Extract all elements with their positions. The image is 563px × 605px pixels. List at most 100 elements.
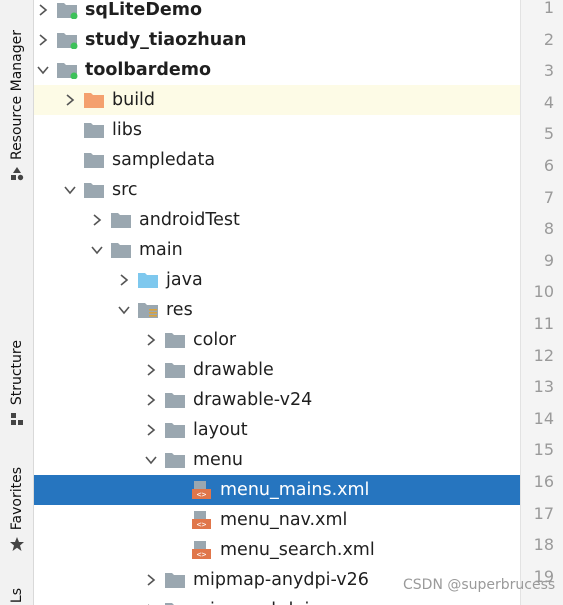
chevron-down-icon[interactable] — [63, 183, 77, 197]
tree-item-label: main — [139, 240, 183, 260]
tree-item-label: java — [166, 270, 203, 290]
tree-item[interactable]: drawable-v24 — [34, 385, 520, 415]
line-number: 18 — [533, 535, 554, 555]
tree-item-label: toolbardemo — [85, 60, 212, 80]
line-number: 2 — [543, 29, 554, 49]
line-number: 3 — [543, 61, 554, 81]
folder-icon — [84, 153, 104, 168]
tree-item-label: androidTest — [139, 210, 240, 230]
tree-item-label: build — [112, 90, 156, 110]
tree-item-label: layout — [193, 420, 248, 440]
chevron-down-icon[interactable] — [90, 243, 104, 257]
line-number: 6 — [543, 156, 554, 175]
line-number: 16 — [533, 472, 554, 491]
favorites-label: Favorites — [8, 467, 25, 531]
folder-icon — [111, 213, 131, 228]
tree-item[interactable]: src — [34, 175, 520, 205]
tree-item[interactable]: sampledata — [34, 145, 520, 175]
chevron-right-icon[interactable] — [144, 393, 158, 407]
folder-icon — [165, 363, 185, 378]
folder-icon — [84, 123, 104, 138]
folder-icon — [165, 453, 185, 468]
build-folder-icon — [84, 93, 104, 108]
folder-icon — [165, 423, 185, 438]
resource-manager-label: Resource Manager — [8, 30, 25, 161]
line-number: 9 — [543, 250, 554, 270]
structure-icon — [10, 413, 23, 426]
tree-item[interactable]: drawable — [34, 355, 520, 385]
chevron-right-icon[interactable] — [144, 573, 158, 587]
tree-item-label: drawable — [193, 360, 274, 380]
tree-item[interactable]: libs — [34, 115, 520, 145]
svg-text:<>: <> — [197, 550, 207, 559]
tree-item[interactable]: java — [34, 265, 520, 295]
line-number: 17 — [533, 503, 554, 523]
chevron-right-icon[interactable] — [117, 273, 131, 287]
tree-item-label: mipmap-anydpi-v26 — [193, 570, 369, 590]
tree-item-label: res — [166, 300, 193, 320]
structure-tab[interactable]: Structure — [0, 340, 33, 427]
line-number: 8 — [543, 219, 554, 239]
svg-text:<>: <> — [197, 520, 207, 529]
tree-item[interactable]: menu — [34, 445, 520, 475]
line-number: 4 — [543, 92, 554, 112]
folder-icon — [165, 333, 185, 348]
chevron-right-icon[interactable] — [36, 3, 50, 17]
tree-item[interactable]: sqLiteDemo — [34, 0, 520, 25]
source-folder-icon — [138, 273, 158, 288]
chevron-right-icon[interactable] — [63, 93, 77, 107]
tree-item-label: menu — [193, 450, 243, 470]
tree-item[interactable]: toolbardemo — [34, 55, 520, 85]
folder-icon — [84, 183, 104, 198]
tree-item-label: menu_search.xml — [220, 540, 375, 560]
tree-item[interactable]: mipmap-hdpi — [34, 595, 520, 605]
tree-item[interactable]: res — [34, 295, 520, 325]
structure-label: Structure — [8, 340, 25, 406]
chevron-down-icon[interactable] — [144, 453, 158, 467]
svg-text:<>: <> — [197, 490, 207, 499]
folder-icon — [111, 243, 131, 258]
tool-window-sidebar: Resource Manager Structure Favorites Ls — [0, 0, 34, 605]
tree-item-label: study_tiaozhuan — [85, 30, 247, 50]
chevron-right-icon[interactable] — [90, 213, 104, 227]
tree-item[interactable]: androidTest — [34, 205, 520, 235]
tree-item-label: sampledata — [112, 150, 216, 170]
folder-icon — [165, 603, 185, 605]
line-number: 10 — [533, 282, 554, 302]
xml-file-icon: <> — [192, 511, 211, 529]
resource-manager-icon — [10, 167, 23, 181]
extra-tab-label: Ls — [8, 588, 25, 604]
tree-item[interactable]: main — [34, 235, 520, 265]
line-number: 7 — [543, 187, 554, 207]
tree-item[interactable]: <>menu_mains.xml — [34, 475, 520, 505]
line-number: 13 — [533, 377, 554, 397]
tree-item-label: sqLiteDemo — [85, 0, 202, 20]
tree-item[interactable]: <>menu_nav.xml — [34, 505, 520, 535]
tree-item-label: mipmap-hdpi — [193, 599, 309, 605]
line-number: 5 — [543, 124, 554, 144]
tree-item[interactable]: layout — [34, 415, 520, 445]
resource-manager-tab[interactable]: Resource Manager — [0, 30, 33, 182]
line-number: 15 — [533, 440, 554, 460]
tree-item[interactable]: study_tiaozhuan — [34, 25, 520, 55]
module-folder-icon — [57, 33, 78, 49]
chevron-right-icon[interactable] — [144, 363, 158, 377]
chevron-right-icon[interactable] — [144, 333, 158, 347]
line-number: 1 — [543, 0, 554, 17]
chevron-down-icon[interactable] — [117, 303, 131, 317]
project-tree: mipmap-hdpi mipmap-anydpi-v26 <> menu_searc… — [34, 0, 520, 605]
tree-item[interactable]: <> menu_search.xml — [34, 535, 520, 565]
chevron-right-icon[interactable] — [36, 33, 50, 47]
tree-item[interactable]: mipmap-anydpi-v26 — [34, 565, 520, 595]
chevron-right-icon[interactable] — [144, 423, 158, 437]
extra-tab[interactable]: Ls — [0, 588, 33, 603]
folder-icon — [165, 393, 185, 408]
tree-item[interactable]: build — [34, 85, 520, 115]
favorites-tab[interactable]: Favorites — [0, 467, 33, 552]
tree-item[interactable]: color — [34, 325, 520, 355]
chevron-down-icon[interactable] — [36, 63, 50, 77]
folder-icon — [165, 573, 185, 588]
tree-item-label: color — [193, 330, 237, 350]
line-number: 19 — [533, 566, 554, 586]
line-number: 12 — [533, 345, 554, 365]
